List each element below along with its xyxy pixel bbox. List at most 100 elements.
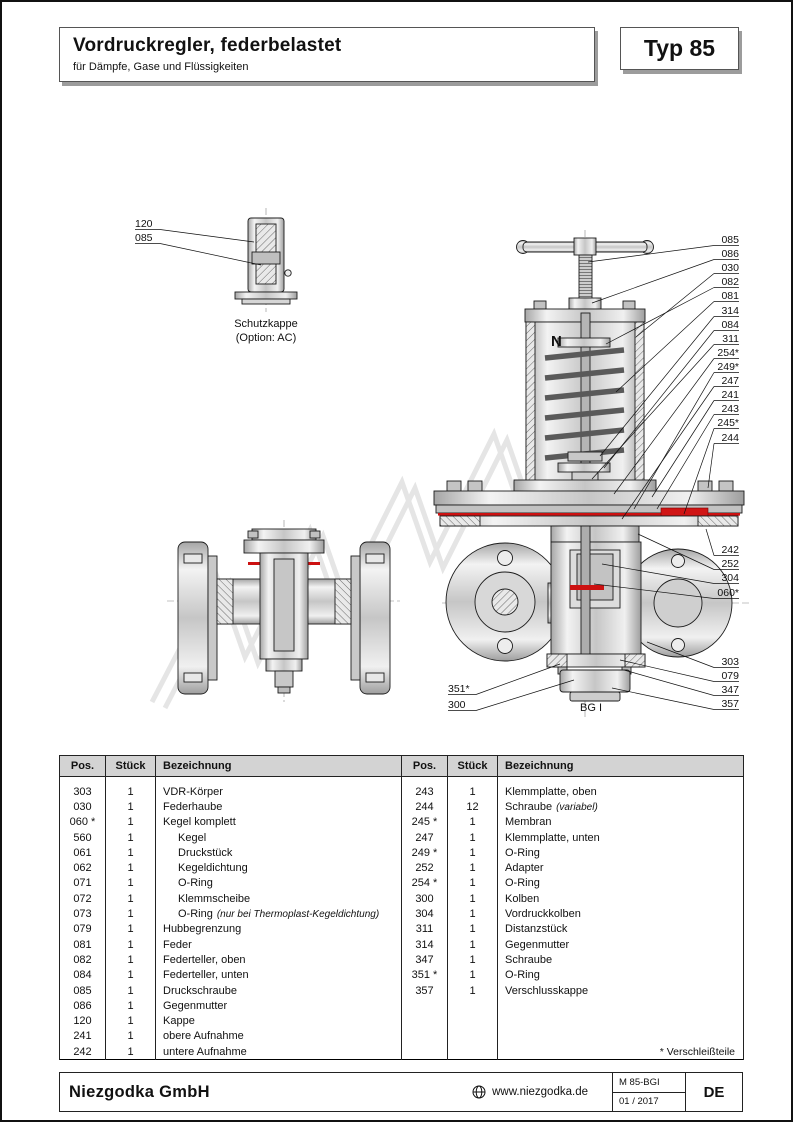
name-cell: Vordruckkolben — [497, 906, 744, 922]
qty-cell — [447, 998, 498, 1014]
callout-311: 311 — [722, 333, 739, 345]
pos-cell: 082 — [59, 952, 106, 968]
parts-table-header: Pos. Stück Bezeichnung Pos. Stück Bezeic… — [59, 755, 744, 777]
schutzkappe-drawing — [234, 208, 298, 312]
name-cell: Membran — [497, 814, 744, 830]
pos-cell: 072 — [59, 891, 106, 907]
name-cell: Klemmplatte, oben — [497, 784, 744, 800]
table-row: 241 1 obere Aufnahme — [59, 1028, 744, 1045]
pos-cell: 060 * — [59, 814, 106, 830]
pos-cell — [401, 998, 448, 1014]
qty-cell: 1 — [447, 875, 498, 892]
name-cell: O-Ring — [497, 875, 744, 892]
pos-cell: 245 * — [401, 814, 448, 830]
pos-cell: 304 — [401, 906, 448, 922]
qty-cell: 1 — [105, 998, 156, 1014]
table-row: 085 1 Druckschraube 357 1 Verschlusskapp… — [59, 982, 744, 999]
qty-cell: 1 — [105, 845, 156, 861]
qty-cell: 1 — [105, 982, 156, 999]
name-cell: Kegel — [155, 829, 402, 846]
callout-060: 060* — [717, 587, 739, 599]
table-row: 079 1 Hubbegrenzung 311 1 Distanzstück — [59, 921, 744, 937]
qty-cell: 1 — [105, 860, 156, 876]
pos-cell: 347 — [401, 952, 448, 968]
type-label: Typ 85 — [643, 35, 716, 61]
qty-cell — [447, 1044, 498, 1060]
callout-254: 254* — [717, 347, 739, 359]
pos-cell — [401, 1013, 448, 1029]
pos-cell: 084 — [59, 967, 106, 983]
callout-252: 252 — [721, 558, 739, 570]
name-cell: obere Aufnahme — [155, 1028, 402, 1045]
qty-cell: 12 — [447, 799, 498, 815]
qty-cell: 1 — [105, 1044, 156, 1060]
name-cell — [497, 998, 744, 1014]
qty-cell: 1 — [105, 1013, 156, 1029]
header-pos-right: Pos. — [401, 755, 448, 777]
table-row: 071 1 O-Ring 254 * 1 O-Ring — [59, 875, 744, 892]
header-qty-left: Stück — [105, 755, 156, 777]
callout-labels-left: 351* 300 — [448, 663, 575, 711]
globe-icon — [472, 1085, 486, 1099]
schutzkappe-option-caption: (Option: AC) — [236, 332, 297, 344]
name-cell: Feder — [155, 936, 402, 953]
pos-cell: 243 — [401, 784, 448, 800]
callout-300: 300 — [448, 699, 466, 711]
name-cell: Federhaube — [155, 799, 402, 815]
name-cell: Druckschraube — [155, 982, 402, 999]
table-row: 084 1 Federteller, unten 351 * 1 O-Ring — [59, 967, 744, 983]
thermoplast-note: (nur bei Thermoplast-Kegeldichtung) — [216, 909, 380, 921]
pos-cell: 247 — [401, 829, 448, 846]
callout-249: 249* — [717, 361, 739, 373]
title-box: Vordruckregler, federbelastet für Dämpfe… — [59, 27, 595, 82]
type-box: Typ 85 — [620, 27, 739, 70]
header-qty-right: Stück — [447, 755, 498, 777]
name-cell — [497, 1028, 744, 1045]
pos-cell: 252 — [401, 860, 448, 876]
page-title: Vordruckregler, federbelastet — [73, 35, 342, 56]
qty-cell: 1 — [105, 967, 156, 983]
pos-cell: 300 — [401, 891, 448, 907]
qty-cell: 1 — [105, 829, 156, 846]
parts-table: Pos. Stück Bezeichnung Pos. Stück Bezeic… — [59, 755, 744, 1061]
callout-347: 347 — [721, 684, 739, 696]
pos-cell: 351 * — [401, 967, 448, 983]
header-pos-left: Pos. — [59, 755, 106, 777]
pos-cell: 062 — [59, 860, 106, 876]
table-row: 060 * 1 Kegel komplett 245 * 1 Membran — [59, 814, 744, 830]
side-valve-drawing — [167, 520, 400, 702]
pos-cell: 071 — [59, 875, 106, 892]
qty-cell: 1 — [105, 875, 156, 892]
header-name-left: Bezeichnung — [155, 755, 402, 777]
name-cell: O-Ring(nur bei Thermoplast-Kegeldichtung… — [155, 906, 402, 922]
spacer-row — [59, 776, 744, 784]
doc-date: 01 / 2017 — [619, 1096, 659, 1108]
pos-cell: 244 — [401, 799, 448, 815]
bg-variant-label: BG I — [580, 702, 602, 714]
name-cell: Federteller, oben — [155, 952, 402, 968]
pos-cell: 030 — [59, 799, 106, 815]
qty-cell: 1 — [447, 829, 498, 846]
name-cell — [497, 1013, 744, 1029]
callout-081: 081 — [721, 290, 739, 302]
pos-cell: 085 — [59, 982, 106, 999]
pos-cell: 311 — [401, 921, 448, 937]
qty-cell: 1 — [447, 784, 498, 800]
qty-cell: 1 — [447, 814, 498, 830]
name-cell: Gegenmutter — [497, 936, 744, 953]
qty-cell: 1 — [447, 936, 498, 953]
name-cell: Schraube — [497, 952, 744, 968]
table-row: 303 1 VDR-Körper 243 1 Klemmplatte, oben — [59, 784, 744, 800]
niezgodka-logo-mark: N — [551, 333, 562, 350]
pos-cell: 120 — [59, 1013, 106, 1029]
table-row: 061 1 Druckstück 249 * 1 O-Ring — [59, 845, 744, 861]
website-block: www.niezgodka.de — [472, 1085, 612, 1099]
name-cell: Hubbegrenzung — [155, 921, 402, 937]
qty-cell: 1 — [447, 982, 498, 999]
wear-parts-footnote: * Verschleißteile — [497, 1044, 744, 1060]
language-code: DE — [685, 1073, 742, 1111]
table-row: 030 1 Federhaube 244 12 Schraube(variabe… — [59, 799, 744, 815]
name-cell: Distanzstück — [497, 921, 744, 937]
callout-labels-schutzkappe: 120 085 — [135, 218, 262, 266]
doc-code: M 85-BGI — [613, 1073, 685, 1093]
